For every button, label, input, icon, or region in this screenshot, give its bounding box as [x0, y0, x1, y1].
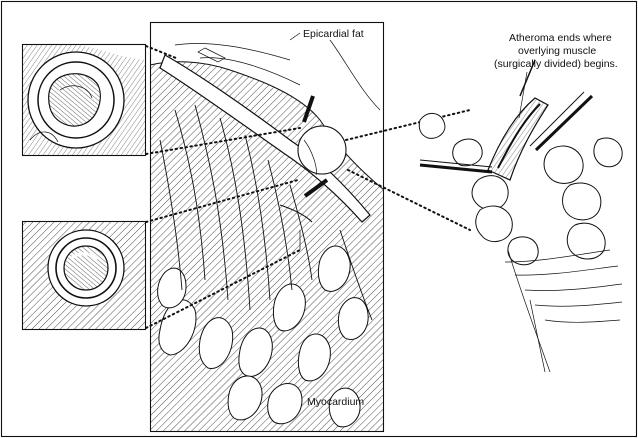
- atheroma-label-line1: Atheroma ends where: [509, 32, 612, 44]
- atheroma-label-line3: (surgically divided) begins.: [494, 58, 618, 70]
- inset-diseased-cross-section: [22, 44, 146, 156]
- center-panel: Epicardial fat Myocardium: [150, 22, 384, 432]
- exposed-artery: [488, 98, 548, 180]
- myocardium-label: Myocardium: [307, 396, 364, 408]
- bridge-segment-circle: [298, 126, 346, 174]
- atheroma-label-line2: overlying muscle: [518, 45, 596, 57]
- inset-normal-cross-section: [22, 221, 146, 330]
- surgical-view: Atheroma ends where overlying muscle (su…: [419, 32, 622, 372]
- atheroma-plaque: [49, 74, 101, 126]
- epicardial-fat-label: Epicardial fat: [303, 28, 364, 40]
